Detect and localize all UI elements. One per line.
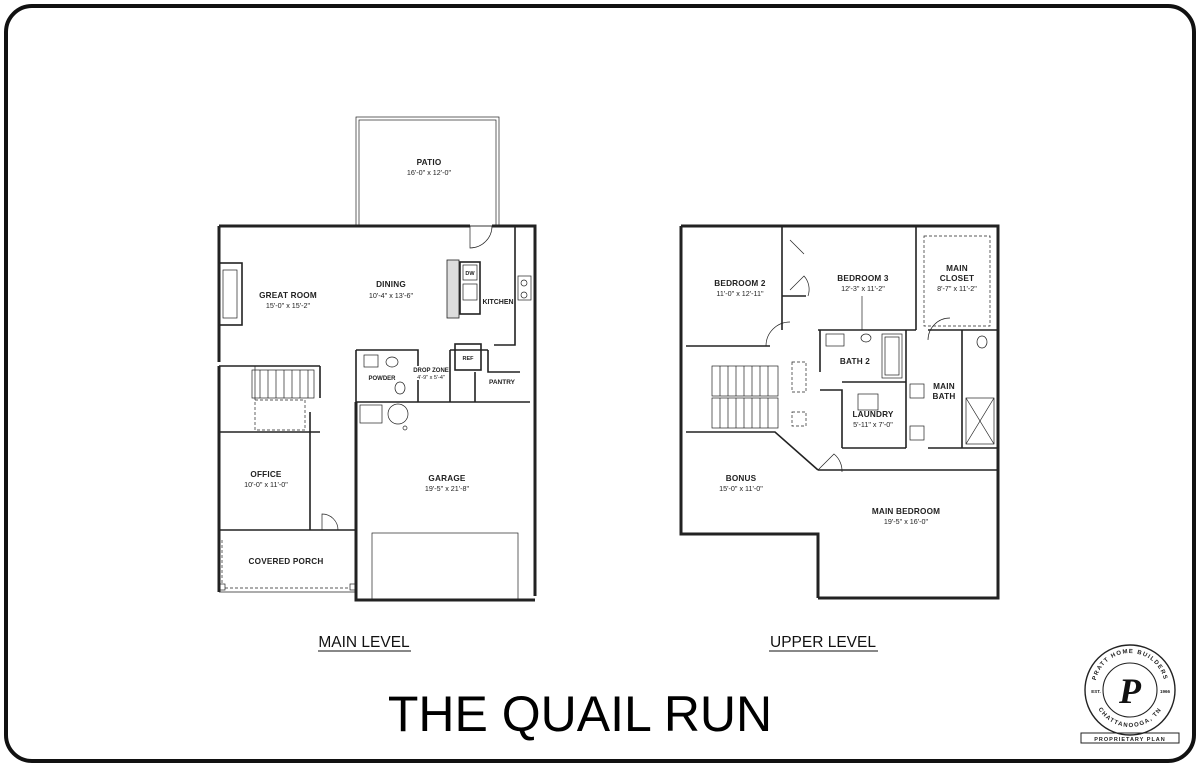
- fireplace: [218, 262, 243, 326]
- bedroom2-dims: 11'-0" x 12'-11": [716, 289, 764, 298]
- dining-dims: 10'-4" x 13'-6": [369, 291, 414, 300]
- kitchen-counter: [494, 226, 532, 346]
- powder-fixtures: [363, 354, 406, 395]
- bath2-fixtures: [825, 333, 903, 379]
- main-closet-dims: 8'-7" x 11'-2": [937, 284, 977, 293]
- logo-tag: PROPRIETARY PLAN: [1094, 737, 1166, 743]
- upper-level-caption: UPPER LEVEL: [770, 634, 876, 651]
- main-bedroom-label: MAIN BEDROOM: [872, 507, 940, 516]
- patio-dims: 16'-0" x 12'-0": [407, 168, 452, 177]
- laundry-label: LAUNDRY: [852, 410, 893, 419]
- drop-zone-label: DROP ZONE: [413, 368, 449, 374]
- sheet-border: [4, 4, 1196, 763]
- drop-zone-dims: 4'-9" x 5'-4": [417, 375, 445, 381]
- garage-label: GARAGE: [428, 474, 465, 483]
- great-room-dims: 15'-0" x 15'-2": [266, 301, 311, 310]
- kitchen-label: KITCHEN: [482, 299, 513, 306]
- plan-title: THE QUAIL RUN: [388, 686, 772, 742]
- kitchen-island: DW: [446, 259, 481, 319]
- powder-label: POWDER: [369, 376, 397, 382]
- main-stairs: [251, 369, 315, 431]
- main-interior-walls: [219, 349, 530, 531]
- laundry-dims: 5'-11" x 7'-0": [853, 420, 893, 429]
- pantry-label: PANTRY: [489, 379, 516, 386]
- main-level-caption: MAIN LEVEL: [318, 634, 410, 651]
- covered-porch-label: COVERED PORCH: [249, 557, 324, 566]
- main-bath-fixtures: [965, 335, 995, 445]
- bedroom2-label: BEDROOM 2: [714, 279, 766, 288]
- laundry-appliances: [857, 383, 925, 441]
- main-bedroom-dims: 19'-5" x 16'-0": [884, 517, 929, 526]
- office-label: OFFICE: [250, 470, 282, 479]
- garage-door: [371, 532, 519, 601]
- dishwasher-label: DW: [465, 271, 475, 277]
- bedroom3-label: BEDROOM 3: [837, 274, 889, 283]
- main-closet-shelf: [923, 235, 991, 327]
- upper-level-plan: BEDROOM 2 11'-0" x 12'-11" BEDROOM 3 12'…: [679, 224, 1000, 600]
- bonus-label: BONUS: [726, 474, 757, 483]
- upper-door-swings: [765, 239, 951, 473]
- logo-letter: P: [1118, 671, 1142, 711]
- office-dims: 10'-0" x 11'-0": [244, 480, 288, 489]
- garage-dims: 19'-5" x 21'-8": [425, 484, 470, 493]
- main-bath-label-2: BATH: [933, 392, 956, 401]
- main-bath-label-1: MAIN: [933, 382, 955, 391]
- main-closet-label-1: MAIN: [946, 264, 968, 273]
- upper-interior-walls: [686, 226, 998, 471]
- garage-utility: [359, 403, 409, 431]
- refrigerator: [454, 343, 482, 371]
- bonus-dims: 15'-0" x 11'-0": [719, 484, 763, 493]
- hall-hatch: [791, 411, 807, 427]
- main-closet-label-2: CLOSET: [940, 274, 974, 283]
- bath2-label: BATH 2: [840, 357, 870, 366]
- dining-label: DINING: [376, 280, 406, 289]
- porch-posts: [218, 540, 357, 591]
- logo-est: EST.: [1091, 689, 1101, 694]
- logo-year: 1966: [1160, 689, 1171, 694]
- main-level-plan: DW: [217, 116, 537, 602]
- upper-exterior-walls: [679, 224, 1000, 600]
- ref-label: REF: [463, 356, 475, 362]
- upper-stairs: [711, 365, 779, 429]
- hall-opening: [791, 361, 807, 393]
- patio-label: PATIO: [417, 158, 442, 167]
- great-room-label: GREAT ROOM: [259, 291, 317, 300]
- builder-logo: PRATT HOME BUILDERS CHATTANOOGA, TN EST.…: [1080, 644, 1180, 744]
- bedroom3-dims: 12'-3" x 11'-2": [841, 284, 885, 293]
